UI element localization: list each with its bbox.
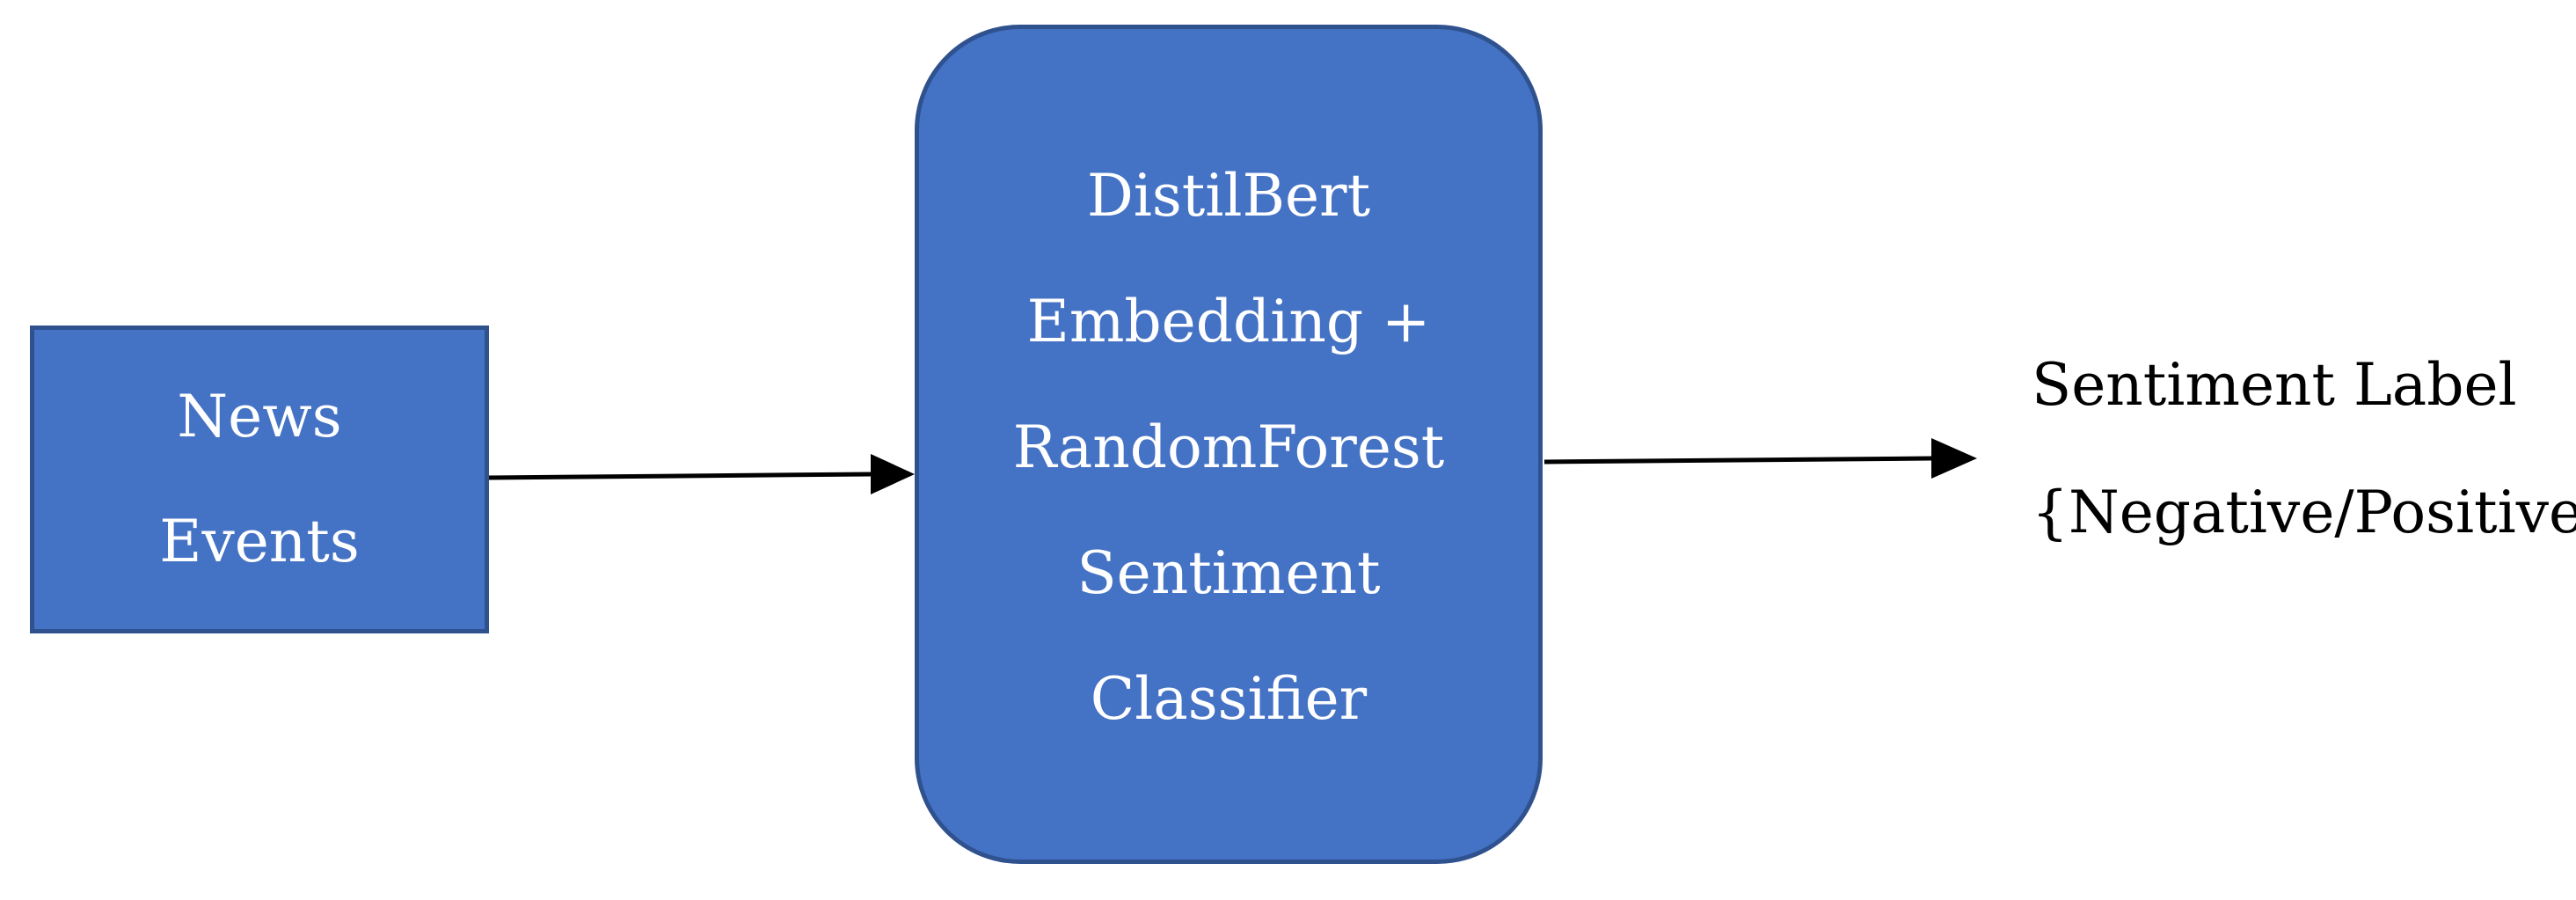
output-sentiment-label: Sentiment Label {Negative/Positive} (2032, 321, 2576, 576)
node-label-line: RandomForest (1012, 413, 1445, 481)
node-label-line: DistilBert (1086, 161, 1371, 230)
node-label-line: Events (159, 508, 360, 575)
output-label-line: {Negative/Positive} (2032, 479, 2576, 546)
output-label-line: Sentiment Label (2032, 351, 2517, 419)
edge-classifier-to-output (1543, 438, 1977, 479)
sentiment-classifier-node: DistilBert Embedding + RandomForest Sent… (915, 25, 1543, 864)
edge-input-to-classifier (488, 454, 915, 494)
node-label-line: News (177, 383, 342, 450)
node-label-line: Classifier (1090, 664, 1368, 733)
node-label-line: Embedding + (1026, 287, 1431, 355)
node-label-line: Sentiment (1076, 538, 1381, 607)
news-events-node: News Events (30, 326, 489, 633)
